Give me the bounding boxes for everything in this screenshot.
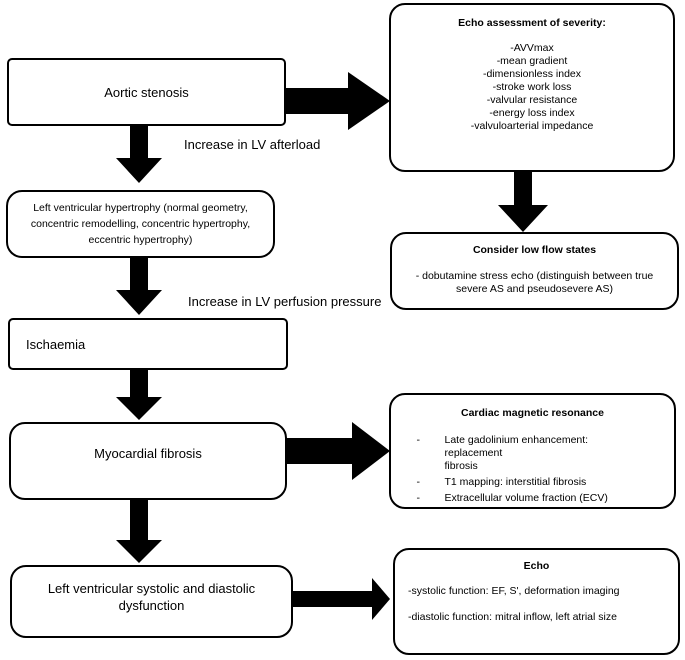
aortic-stenosis-box: Aortic stenosis xyxy=(7,58,286,126)
cmr-item: - Late gadolinium enhancement: replaceme… xyxy=(417,434,649,473)
echo-box: Echo -systolic function: EF, S', deforma… xyxy=(393,548,680,655)
cmr-item-dash: - xyxy=(416,434,421,446)
echo-severity-item: -mean gradient xyxy=(496,55,568,67)
arrow-right-as-to-severity xyxy=(286,72,390,130)
arrow-down-fibrosis-to-dysfunction xyxy=(116,500,162,563)
cmr-item: - T1 mapping: interstitial fibrosis xyxy=(417,476,649,489)
echo-title: Echo xyxy=(523,560,550,572)
ischaemia-box: Ischaemia xyxy=(8,318,288,370)
arrow-down-ischaemia-to-fibrosis xyxy=(116,370,162,420)
cmr-title: Cardiac magnetic resonance xyxy=(461,407,604,419)
echo-severity-item: -stroke work loss xyxy=(492,81,572,93)
cmr-item-line: Late gadolinium enhancement: replacement xyxy=(444,434,589,459)
cmr-item-line: T1 mapping: interstitial fibrosis xyxy=(444,476,587,488)
echo-severity-item: -AVVmax xyxy=(510,42,554,54)
lv-perfusion-label: Increase in LV perfusion pressure xyxy=(188,294,382,309)
cmr-list: - Late gadolinium enhancement: replaceme… xyxy=(417,434,649,508)
lv-dysfunction-label: Left ventricular systolic and diastolic … xyxy=(48,580,255,614)
low-flow-line: - dobutamine stress echo (distinguish be… xyxy=(415,270,654,282)
cmr-item-dash: - xyxy=(416,492,421,504)
myocardial-fibrosis-label: Myocardial fibrosis xyxy=(94,445,202,461)
low-flow-title: Consider low flow states xyxy=(472,244,597,256)
lvh-label: Left ventricular hypertrophy (normal geo… xyxy=(31,200,250,248)
lvh-line: concentric remodelling, concentric hyper… xyxy=(30,218,251,230)
low-flow-body: - dobutamine stress echo (distinguish be… xyxy=(416,270,654,296)
echo-severity-item: -energy loss index xyxy=(489,107,575,119)
arrow-down-severity-to-lowflow xyxy=(498,172,548,232)
cmr-item-dash: - xyxy=(416,476,421,488)
lvh-line: eccentric hypertrophy) xyxy=(88,234,193,246)
lv-afterload-label: Increase in LV afterload xyxy=(184,137,321,152)
echo-severity-box: Echo assessment of severity: -AVVmax -me… xyxy=(389,3,675,172)
echo-line: -systolic function: EF, S', deformation … xyxy=(408,585,620,597)
echo-severity-item: -valvular resistance xyxy=(486,94,578,106)
echo-body: -systolic function: EF, S', deformation … xyxy=(395,585,678,624)
lv-dysfunction-line: dysfunction xyxy=(118,597,185,613)
cmr-item: - Extracellular volume fraction (ECV) xyxy=(417,492,649,505)
arrow-down-as-to-lvh xyxy=(116,126,162,183)
arrow-right-fibrosis-to-cmr xyxy=(287,422,390,480)
lvh-box: Left ventricular hypertrophy (normal geo… xyxy=(6,190,275,258)
lv-dysfunction-line: Left ventricular systolic and diastolic xyxy=(47,580,256,596)
lvh-line: Left ventricular hypertrophy (normal geo… xyxy=(33,202,248,214)
echo-severity-list: -AVVmax -mean gradient -dimensionless in… xyxy=(471,42,594,133)
arrow-down-lvh-to-ischaemia xyxy=(116,258,162,315)
cmr-box: Cardiac magnetic resonance - Late gadoli… xyxy=(389,393,676,509)
echo-line: -diastolic function: mitral inflow, left… xyxy=(408,611,617,623)
echo-severity-item: -valvuloarterial impedance xyxy=(470,120,594,132)
ischaemia-label: Ischaemia xyxy=(26,336,86,352)
lv-dysfunction-box: Left ventricular systolic and diastolic … xyxy=(10,565,293,638)
cmr-item-line: Extracellular volume fraction (ECV) xyxy=(444,492,608,504)
aortic-stenosis-label: Aortic stenosis xyxy=(104,84,189,100)
arrow-right-dysfunction-to-echo xyxy=(293,578,390,620)
low-flow-box: Consider low flow states - dobutamine st… xyxy=(390,232,679,310)
cmr-item-line: fibrosis xyxy=(444,460,478,472)
low-flow-line: severe AS and pseudosevere AS) xyxy=(455,283,614,295)
echo-severity-item: -dimensionless index xyxy=(482,68,582,80)
myocardial-fibrosis-box: Myocardial fibrosis xyxy=(9,422,287,500)
echo-severity-title: Echo assessment of severity: xyxy=(458,17,606,29)
